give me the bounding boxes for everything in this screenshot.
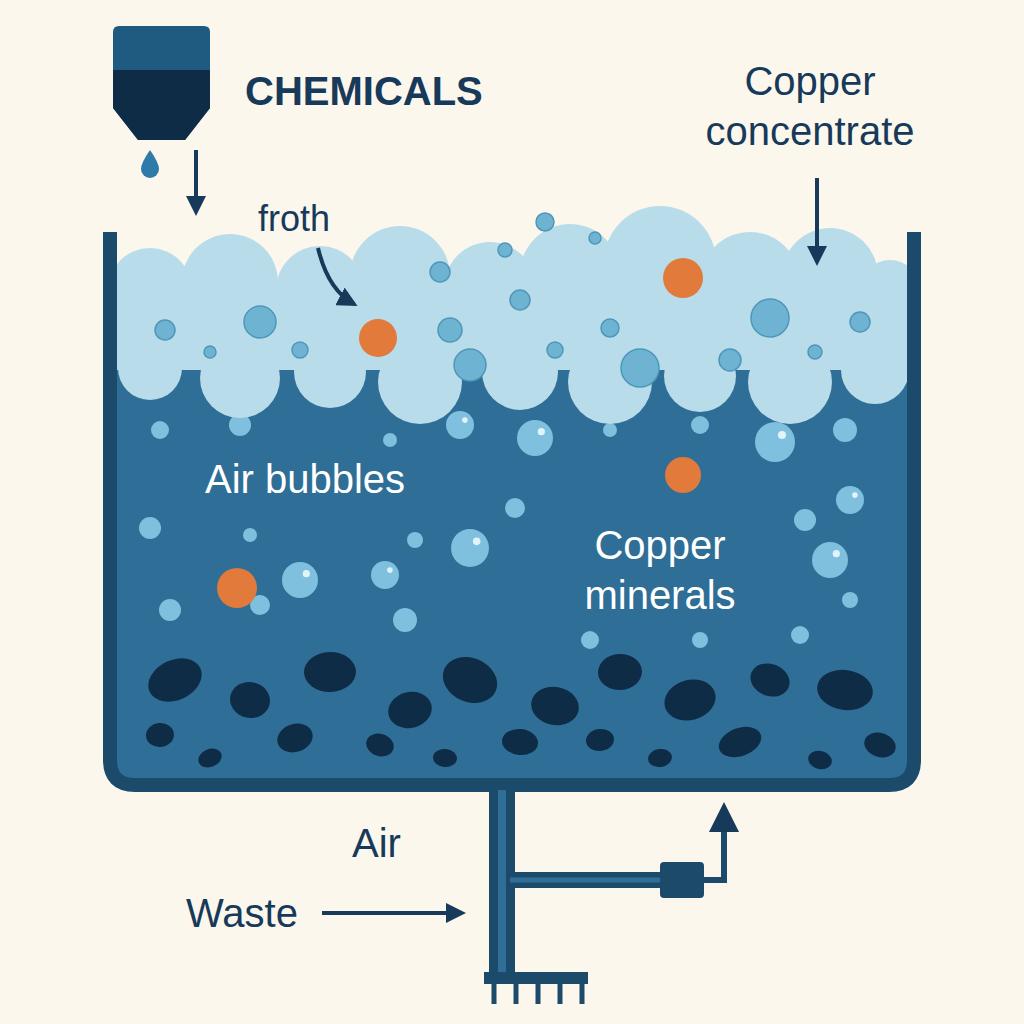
label-text: Air bubbles	[205, 454, 405, 504]
label-text: CHEMICALS	[245, 66, 483, 116]
froth-pointer	[318, 248, 354, 304]
label-text: Copper concentrate	[650, 56, 970, 156]
froth-layer	[108, 206, 920, 424]
air-pipe	[484, 790, 724, 1004]
waste-arrow	[322, 911, 462, 915]
label-text: Copper minerals	[530, 520, 790, 620]
label-text: froth	[258, 196, 330, 241]
concentrate-arrow	[815, 178, 819, 262]
pulp-water	[110, 300, 914, 778]
label-text: Waste	[186, 888, 298, 938]
air-bubbles	[139, 411, 864, 649]
tank-wall	[110, 232, 914, 785]
label-text: Air	[352, 818, 401, 868]
dosing-arrow	[194, 150, 198, 212]
gangue-rocks	[141, 649, 899, 772]
